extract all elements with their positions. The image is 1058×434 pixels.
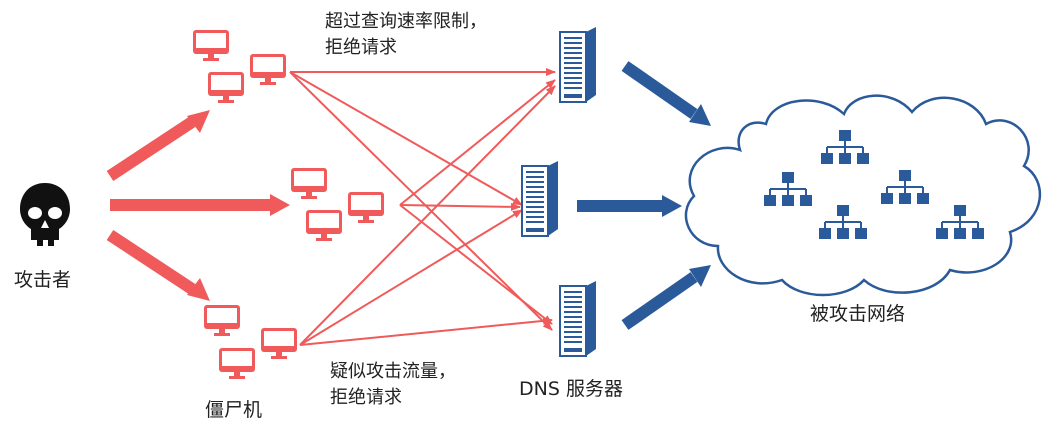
rate-limit-annotation-line1: 超过查询速率限制， [325, 11, 487, 32]
monitor-icon [250, 54, 286, 85]
monitor-icon [204, 305, 240, 336]
hierarchy-icon [881, 170, 929, 204]
hierarchy-icon [819, 205, 867, 239]
server-icon [559, 27, 596, 103]
hierarchy-icon [936, 205, 984, 239]
monitor-icon [291, 168, 327, 199]
zombie-computers [193, 30, 384, 379]
monitor-icon [193, 30, 229, 61]
suspected-traffic-annotation-line1: 疑似攻击流量， [330, 361, 456, 382]
network-topology [764, 130, 984, 239]
hierarchy-icon [821, 130, 869, 164]
suspected-traffic-annotation-line2: 拒绝请求 [330, 387, 402, 408]
dns-servers-label: DNS 服务器 [519, 378, 623, 400]
hierarchy-icon [764, 172, 812, 206]
monitor-icon [219, 348, 255, 379]
rate-limit-annotation-line2: 拒绝请求 [325, 37, 397, 58]
server-icon [559, 281, 596, 357]
monitor-icon [208, 72, 244, 103]
zombies-label: 僵尸机 [205, 399, 263, 421]
skull-icon [20, 183, 70, 246]
zombie-to-dns-traffic [289, 68, 556, 346]
monitor-icon [348, 192, 384, 223]
server-icon [521, 161, 558, 237]
attacker-to-zombies-arrows [106, 110, 290, 301]
attacker-label: 攻击者 [14, 269, 72, 291]
dns-servers [521, 27, 596, 357]
monitor-icon [261, 328, 297, 359]
cloud-icon [684, 94, 1042, 297]
dns-to-network-arrows [577, 61, 711, 330]
monitor-icon [306, 210, 342, 241]
target-network-label: 被攻击网络 [810, 303, 906, 325]
